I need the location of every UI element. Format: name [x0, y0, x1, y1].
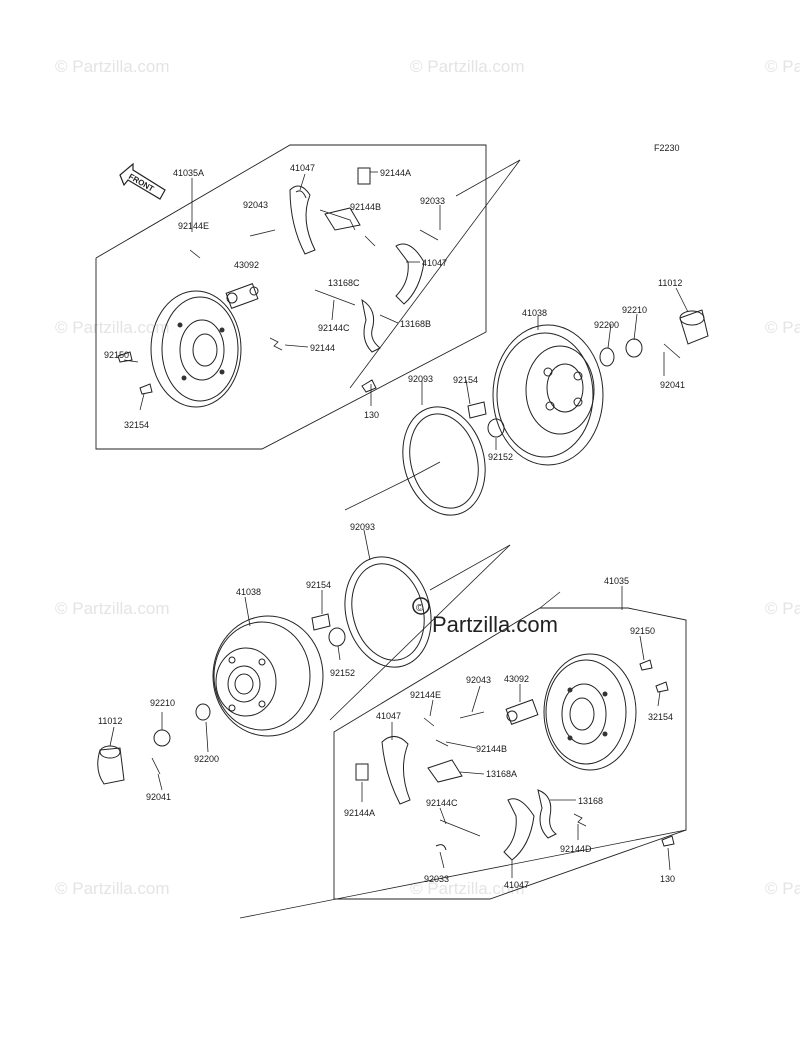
- part-label: 92144E: [178, 221, 209, 231]
- part-label: 43092: [504, 674, 529, 684]
- part-label: 92144A: [344, 808, 375, 818]
- watermark-text: © Partzilla.com: [410, 879, 525, 898]
- part-label: 41035A: [173, 168, 204, 178]
- part-label: 32154: [124, 420, 149, 430]
- bottom-brake-shoe-a: [355, 736, 411, 805]
- part-label: 41038: [522, 308, 547, 318]
- part-label: 41047: [422, 258, 447, 268]
- bottom-seal-ring: [344, 556, 432, 668]
- part-label: 92144E: [410, 690, 441, 700]
- part-label: 92210: [150, 698, 175, 708]
- part-label: 130: [660, 874, 675, 884]
- part-label: 92150: [630, 626, 655, 636]
- figure-code: F2230: [654, 143, 680, 153]
- bottom-hub-hardware: [97, 613, 346, 785]
- part-label: 92144C: [318, 323, 350, 333]
- svg-text:©: ©: [416, 603, 424, 614]
- part-label: 92093: [350, 522, 375, 532]
- center-watermark-text: Partzilla.com: [432, 612, 558, 637]
- top-brake-shoe-a: [289, 185, 316, 255]
- part-label: 92200: [594, 320, 619, 330]
- part-label: 92144D: [560, 844, 592, 854]
- watermark-text: © Partzilla.com: [765, 57, 800, 76]
- bottom-brake-panel: [543, 653, 637, 771]
- part-label: 92152: [488, 452, 513, 462]
- part-labels: 41035A 41047 92144A 92043 92144B 92033 9…: [98, 163, 685, 890]
- front-arrow-icon: FRONT: [119, 162, 166, 200]
- part-label: 92041: [146, 792, 171, 802]
- top-brake-drum: [492, 324, 604, 466]
- watermark-text: © Partzilla.com: [765, 879, 800, 898]
- watermarks: © Partzilla.com © Partzilla.com © Partzi…: [55, 57, 800, 898]
- part-label: 11012: [658, 278, 682, 288]
- part-label: 92150: [104, 350, 129, 360]
- watermark-text: © Partzilla.com: [55, 318, 170, 337]
- part-label: 92093: [408, 374, 433, 384]
- part-label: 92200: [194, 754, 219, 764]
- part-label: 41047: [290, 163, 315, 173]
- part-label: 92144: [310, 343, 335, 353]
- part-label: 92152: [330, 668, 355, 678]
- part-label: 92043: [466, 675, 491, 685]
- top-springs-hardware: [117, 167, 439, 395]
- watermark-text: © Partzilla.com: [55, 57, 170, 76]
- part-label: 41038: [236, 587, 261, 597]
- watermark-text: © Partzilla.com: [765, 318, 800, 337]
- bottom-wheel-cylinder: [505, 699, 539, 725]
- part-label: 92043: [243, 200, 268, 210]
- top-brake-panel: [150, 290, 242, 408]
- part-label: 92041: [660, 380, 685, 390]
- top-wheel-cylinder: [225, 283, 259, 309]
- bottom-assembly-frame: [239, 544, 687, 919]
- part-label: 41047: [376, 711, 401, 721]
- part-label: 43092: [234, 260, 259, 270]
- part-label: 130: [364, 410, 379, 420]
- part-label: 92144A: [380, 168, 411, 178]
- bottom-springs-hardware: [423, 659, 675, 851]
- part-label: 41035: [604, 576, 629, 586]
- watermark-text: © Partzilla.com: [55, 599, 170, 618]
- bottom-brake-drum: [212, 615, 324, 737]
- part-label: 92144C: [426, 798, 458, 808]
- part-label: 13168: [578, 796, 603, 806]
- center-watermark: © Partzilla.com: [412, 597, 558, 637]
- part-label: 92033: [424, 874, 449, 884]
- watermark-text: © Partzilla.com: [55, 879, 170, 898]
- part-label: 92033: [420, 196, 445, 206]
- part-label: 41047: [504, 880, 529, 890]
- part-label: 11012: [98, 716, 122, 726]
- watermark-text: © Partzilla.com: [765, 599, 800, 618]
- bottom-brake-shoe-b: [503, 798, 535, 861]
- leader-lines: [109, 171, 689, 878]
- part-label: 92144B: [476, 744, 507, 754]
- top-hub-hardware: [467, 309, 709, 438]
- part-label: 13168B: [400, 319, 431, 329]
- part-label: 92154: [453, 375, 478, 385]
- top-assembly-frame: [95, 144, 521, 511]
- top-seal-ring: [402, 406, 486, 516]
- part-label: 13168C: [328, 278, 360, 288]
- part-label: 92154: [306, 580, 331, 590]
- part-label: 32154: [648, 712, 673, 722]
- part-label: 92144B: [350, 202, 381, 212]
- top-brake-shoe-b: [395, 243, 425, 305]
- part-label: 13168A: [486, 769, 517, 779]
- part-label: 92210: [622, 305, 647, 315]
- watermark-text: © Partzilla.com: [410, 57, 525, 76]
